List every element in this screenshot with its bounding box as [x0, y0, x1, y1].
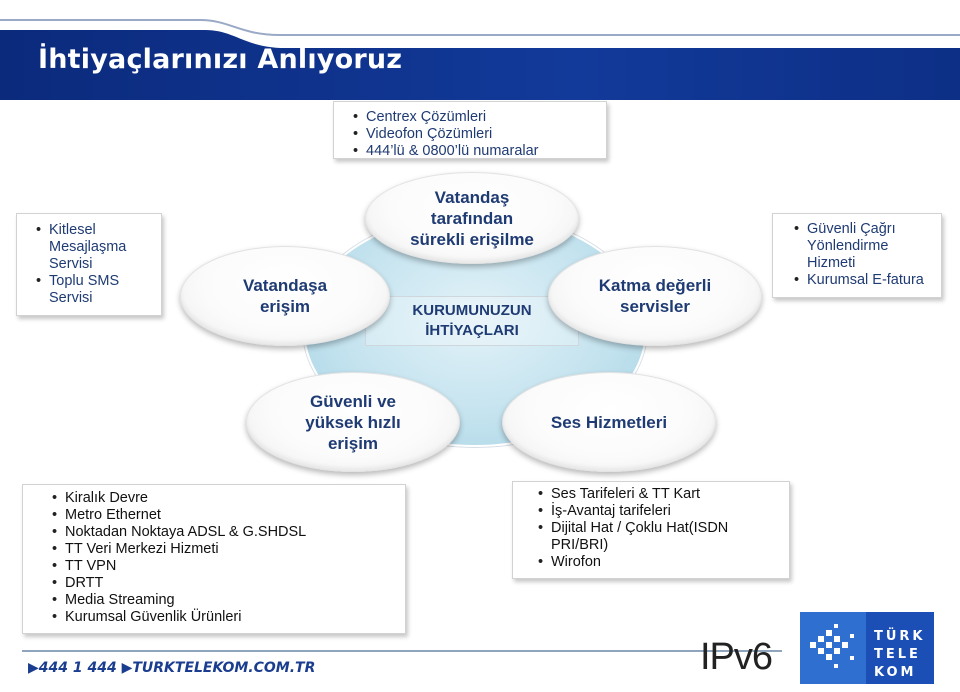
turk-telekom-logo	[800, 612, 934, 684]
list-item: Centrex Çözümleri	[353, 109, 598, 126]
footer-divider	[22, 650, 782, 652]
box-right: Güvenli Çağrı Yönlendirme Hizmeti Kurums…	[772, 213, 942, 298]
list-item: Kitlesel Mesajlaşma Servisi	[36, 222, 155, 273]
box-top: Centrex Çözümleri Videofon Çözümleri 444…	[333, 101, 607, 160]
list-item: TT VPN	[52, 558, 399, 575]
box-bottom-left: Kiralık Devre Metro Ethernet Noktadan No…	[22, 484, 406, 634]
slide-title: İhtiyaçlarınızı Anlıyoruz	[38, 44, 403, 75]
list-item: Videofon Çözümleri	[353, 126, 598, 143]
list-item: DRTT	[52, 575, 399, 592]
header-background	[0, 19, 960, 100]
list-item: Kurumsal Güvenlik Ürünleri	[52, 609, 399, 626]
list-item: Metro Ethernet	[52, 507, 399, 524]
list-item: Toplu SMS Servisi	[36, 273, 155, 307]
list-item: Noktadan Noktaya ADSL & G.SHDSL	[52, 524, 399, 541]
ellipse-bottom-right: Ses Hizmetleri	[502, 372, 716, 472]
turk-telekom-wordmark: TÜRK TELE KOM	[874, 628, 926, 682]
header-band	[0, 0, 960, 100]
footer-brand: ▶444 1 444 ▶TURKTELEKOM.COM.TR	[28, 660, 316, 676]
wordmark-line: KOM	[874, 665, 917, 680]
list-item: TT Veri Merkezi Hizmeti	[52, 541, 399, 558]
box-bottom-right: Ses Tarifeleri & TT Kart İş-Avantaj tari…	[512, 481, 790, 579]
list-item: 444’lü & 0800’lü numaralar	[353, 143, 598, 160]
wordmark-line: TÜRK	[874, 629, 926, 644]
box-left: Kitlesel Mesajlaşma Servisi Toplu SMS Se…	[16, 213, 162, 316]
list-item: Kiralık Devre	[52, 490, 399, 507]
ellipse-left: Vatandaşa erişim	[180, 246, 390, 346]
center-label: KURUMUNUZUN İHTİYAÇLARI	[365, 296, 579, 346]
ipv6-logo: IPv6	[700, 636, 773, 678]
list-item: İş-Avantaj tarifeleri	[538, 503, 781, 520]
ellipse-right: Katma değerli servisler	[548, 246, 762, 346]
list-item: Wirofon	[538, 554, 781, 571]
list-item: Kurumsal E-fatura	[794, 272, 935, 289]
ellipse-top: Vatandaş tarafından sürekli erişilme	[365, 172, 579, 264]
list-item: Ses Tarifeleri & TT Kart	[538, 486, 781, 503]
list-item: Media Streaming	[52, 592, 399, 609]
list-item: Güvenli Çağrı Yönlendirme Hizmeti	[794, 221, 935, 272]
ellipse-bottom-left: Güvenli ve yüksek hızlı erişim	[246, 372, 460, 472]
wordmark-line: TELE	[874, 647, 921, 662]
list-item: Dijital Hat / Çoklu Hat(ISDN PRI/BRI)	[538, 520, 781, 554]
